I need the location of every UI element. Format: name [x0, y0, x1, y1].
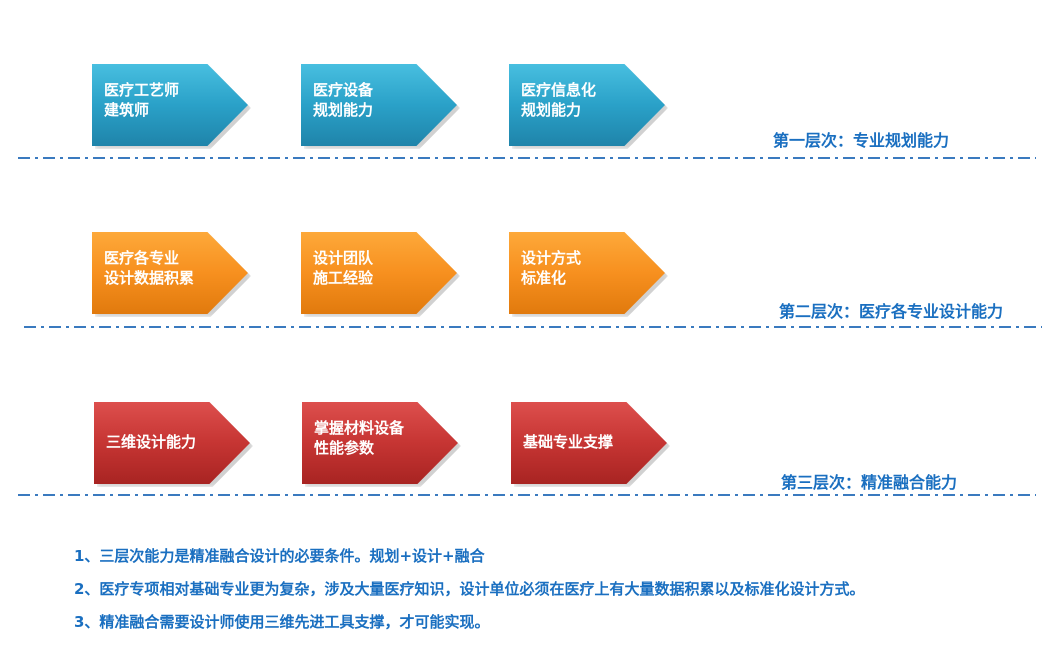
box-line: 建筑师 — [104, 101, 150, 119]
note-1: 1、三层次能力是精准融合设计的必要条件。规划+设计+融合 — [74, 547, 485, 565]
box-line: 性能参数 — [314, 439, 375, 457]
box-line: 医疗各专业 — [104, 249, 180, 267]
level-2-divider — [24, 326, 1042, 328]
box-line: 施工经验 — [313, 269, 374, 287]
box-line: 基础专业支撑 — [523, 433, 614, 451]
box-line: 医疗信息化 — [521, 81, 597, 99]
level-3-label: 第三层次：精准融合能力 — [781, 473, 958, 492]
box-line: 设计数据积累 — [104, 269, 195, 287]
box-line: 设计方式 — [521, 249, 582, 267]
box-line: 标准化 — [521, 269, 567, 287]
level-3-divider — [18, 494, 1036, 496]
note-3: 3、精准融合需要设计师使用三维先进工具支撑，才可能实现。 — [74, 613, 490, 631]
level-2-label: 第二层次：医疗各专业设计能力 — [779, 302, 1004, 321]
box-line: 三维设计能力 — [106, 433, 197, 451]
note-2: 2、医疗专项相对基础专业更为复杂，涉及大量医疗知识，设计单位必须在医疗上有大量数… — [74, 580, 865, 598]
box-line: 设计团队 — [313, 249, 374, 267]
level-1-divider — [18, 157, 1036, 159]
level-1-label: 第一层次：专业规划能力 — [773, 131, 950, 150]
level-2-box-1: 医疗各专业 设计数据积累 — [92, 232, 248, 314]
box-line: 医疗设备 — [313, 81, 374, 99]
box-line: 规划能力 — [313, 101, 374, 119]
box-line: 掌握材料设备 — [314, 419, 405, 437]
box-line: 规划能力 — [521, 101, 582, 119]
box-line: 医疗工艺师 — [104, 81, 180, 99]
